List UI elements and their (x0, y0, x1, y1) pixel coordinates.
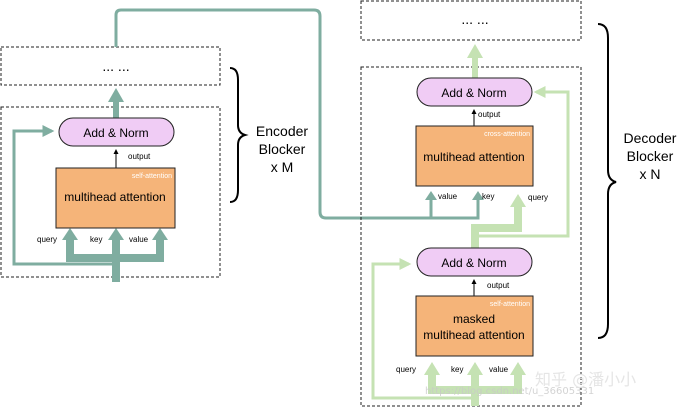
encoder-attention-title: multihead attention (64, 190, 165, 204)
decoder-top-output-label: output (478, 110, 501, 119)
encoder-attention-tag: self-attention (132, 173, 172, 180)
decoder-cross-attention-box (415, 125, 534, 187)
decoder-flow-arrows (371, 44, 570, 406)
decoder-output-dots: ... ... (461, 11, 488, 27)
decoder-masked-query-label: query (396, 365, 416, 374)
encoder-attention-box (55, 167, 176, 229)
encoder-to-decoder-key (431, 200, 480, 220)
encoder-output-box (0, 46, 221, 86)
decoder-cross-key-label: key (482, 192, 494, 201)
encoder-bracket (229, 67, 249, 203)
decoder-masked-attention-tag: self-attention (490, 301, 530, 308)
decoder-masked-key-label: key (451, 365, 463, 374)
decoder-output-box (360, 0, 582, 41)
encoder-key-label: key (90, 235, 102, 244)
encoder-input-arrows (12, 88, 168, 282)
encoder-bracket-label-3: x M (271, 159, 294, 175)
decoder-cross-value-label: value (438, 192, 458, 201)
encoder-bracket-label-2: Blocker (259, 141, 306, 157)
decoder-bracket (597, 23, 617, 339)
encoder-add-norm-label: Add & Norm (83, 126, 148, 140)
decoder-cross-attention-tag: cross-attention (484, 131, 530, 138)
decoder-bracket-label-2: Blocker (627, 148, 674, 164)
decoder-block-box (360, 66, 582, 407)
decoder-top-add-norm (416, 77, 533, 107)
encoder-output-label: output (128, 152, 151, 161)
decoder-bottom-output-label: output (487, 281, 510, 290)
decoder-bottom-add-norm-label: Add & Norm (441, 256, 506, 270)
decoder-bracket-label-1: Decoder (624, 130, 677, 146)
encoder-to-decoder-connector (114, 8, 433, 220)
decoder-group: ... ... Add & Norm output (360, 0, 677, 407)
encoder-value-label: value (129, 235, 149, 244)
watermark-brand: 知乎 @潘小小 (535, 370, 636, 389)
decoder-masked-attention-title-2: multihead attention (423, 328, 524, 342)
encoder-group: ... ... Add & Norm output self-attention… (0, 46, 308, 282)
encoder-add-norm (58, 117, 175, 147)
decoder-masked-attention-box (415, 295, 534, 357)
decoder-masked-value-label: value (489, 365, 509, 374)
decoder-cross-query-label: query (528, 193, 548, 202)
encoder-bracket-label-1: Encoder (256, 123, 308, 139)
decoder-bracket-label-3: x N (640, 166, 661, 182)
decoder-top-add-norm-label: Add & Norm (441, 86, 506, 100)
watermark-url: https://blog.csdn.net/u_36605331 (425, 386, 594, 397)
decoder-bottom-add-norm (416, 247, 533, 277)
encoder-output-dots: ... ... (102, 58, 129, 74)
decoder-masked-attention-title-1: masked (453, 312, 495, 326)
encoder-block-box (0, 106, 221, 278)
decoder-cross-attention-title: multihead attention (423, 150, 524, 164)
encoder-query-label: query (37, 235, 57, 244)
